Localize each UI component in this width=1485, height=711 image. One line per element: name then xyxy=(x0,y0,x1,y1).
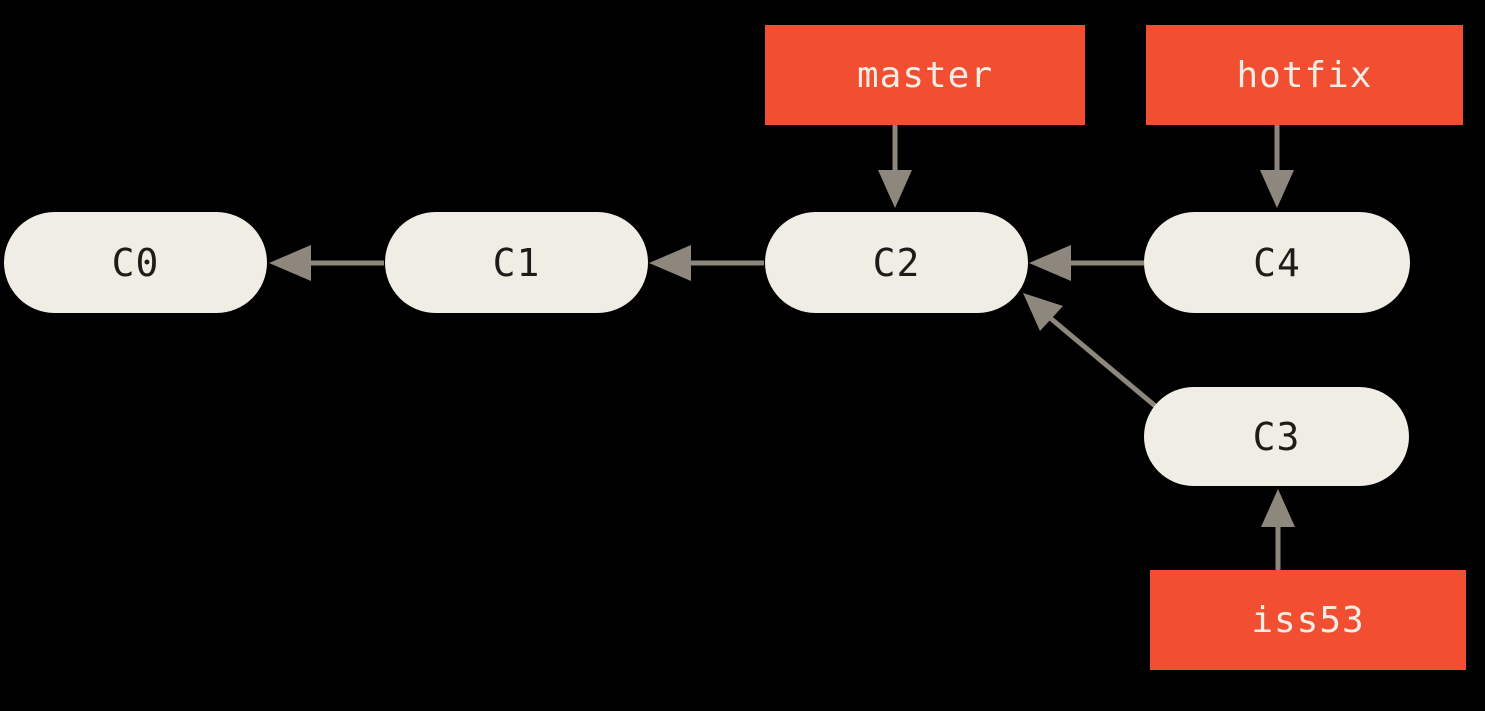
edge-arrow-master-to-c2 xyxy=(878,125,912,208)
branch-label-hotfix: hotfix xyxy=(1146,25,1463,125)
edge-arrow-iss53-to-c3 xyxy=(1261,489,1295,570)
commit-node-c0: C0 xyxy=(4,212,267,313)
branch-label-master: master xyxy=(765,25,1085,125)
edge-arrow-c4-to-c2 xyxy=(1029,245,1144,281)
branch-label-master-text: master xyxy=(856,54,994,96)
commit-node-c2: C2 xyxy=(765,212,1028,313)
commit-node-c1: C1 xyxy=(385,212,648,313)
commit-node-c0-text: C0 xyxy=(111,240,160,285)
edge-arrow-c2-to-c1 xyxy=(649,245,764,281)
commit-node-c1-text: C1 xyxy=(492,240,541,285)
branch-label-hotfix-text: hotfix xyxy=(1236,54,1373,96)
commit-node-c3-text: C3 xyxy=(1252,414,1301,459)
commit-node-c2-text: C2 xyxy=(872,240,921,285)
edge-arrow-c3-to-c2 xyxy=(1023,293,1162,412)
commit-node-c4-text: C4 xyxy=(1253,240,1301,285)
edge-arrow-hotfix-to-c4 xyxy=(1260,125,1294,208)
branch-label-iss53: iss53 xyxy=(1150,570,1466,670)
commit-node-c4: C4 xyxy=(1144,212,1410,313)
commit-node-c3: C3 xyxy=(1144,387,1409,486)
edge-arrow-c1-to-c0 xyxy=(269,245,384,281)
branch-label-iss53-text: iss53 xyxy=(1251,599,1365,641)
